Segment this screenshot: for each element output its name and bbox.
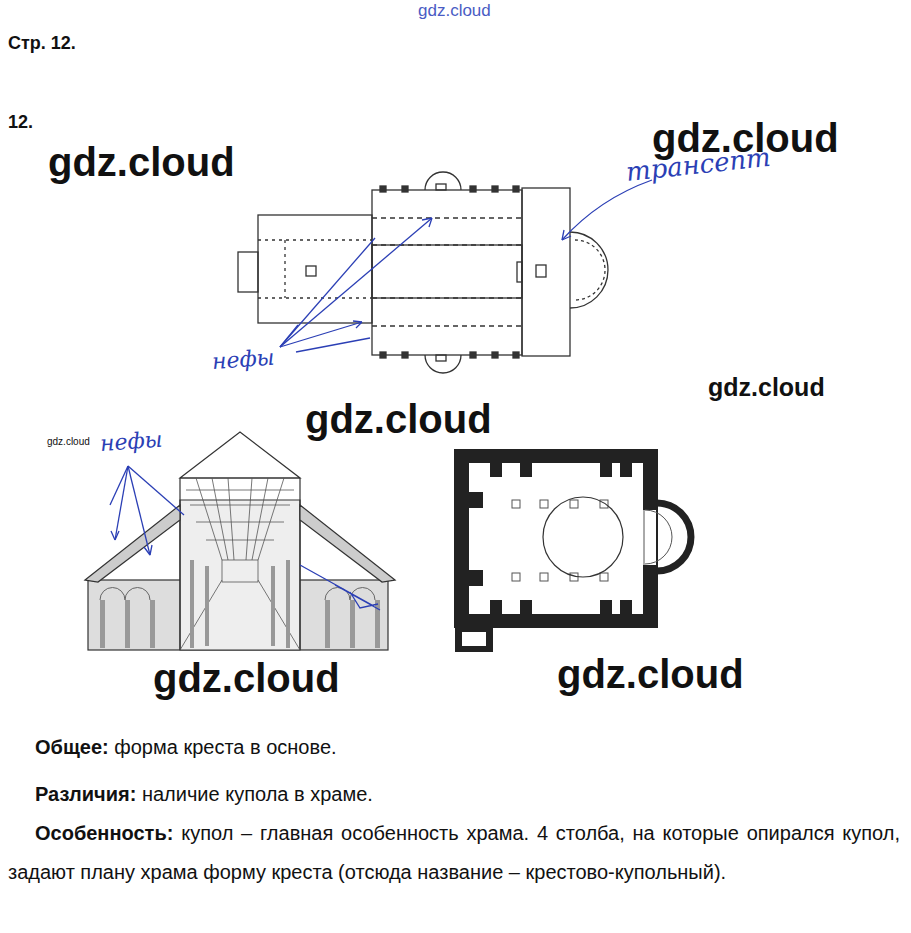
basilica-plan <box>238 172 608 373</box>
basilica-section <box>85 432 395 650</box>
watermark: gdz.cloud <box>557 652 744 696</box>
watermark: gdz.cloud <box>708 374 825 402</box>
answer-heading: Особенность: <box>35 822 173 844</box>
handwritten-label: трансепт <box>625 143 772 187</box>
answer-heading: Общее: <box>35 736 109 758</box>
handwritten-label: нефы <box>99 428 163 456</box>
answer-paragraph: Особенность: купол – главная особенность… <box>8 814 900 892</box>
watermark: gdz.cloud <box>153 656 340 700</box>
cross-domed-plan <box>455 450 691 652</box>
answer-text: форма креста в основе. <box>114 736 336 758</box>
watermark: gdz.cloud <box>305 397 492 441</box>
page-heading: Стр. 12. <box>8 34 76 54</box>
answer-heading: Различия: <box>35 783 136 805</box>
answer-paragraph: Различия: наличие купола в храме. <box>8 775 900 814</box>
handwritten-label: нефы <box>211 346 275 374</box>
answer-text: наличие купола в храме. <box>142 783 373 805</box>
watermark: gdz.cloud <box>47 436 90 447</box>
watermark: gdz.cloud <box>48 140 235 184</box>
task-number: 12. <box>8 113 33 133</box>
handwritten-arrows <box>280 180 652 352</box>
watermark: gdz.cloud <box>418 2 491 21</box>
answer-paragraph: Общее: форма креста в основе. <box>8 728 900 767</box>
handwritten-arrows <box>110 466 380 610</box>
